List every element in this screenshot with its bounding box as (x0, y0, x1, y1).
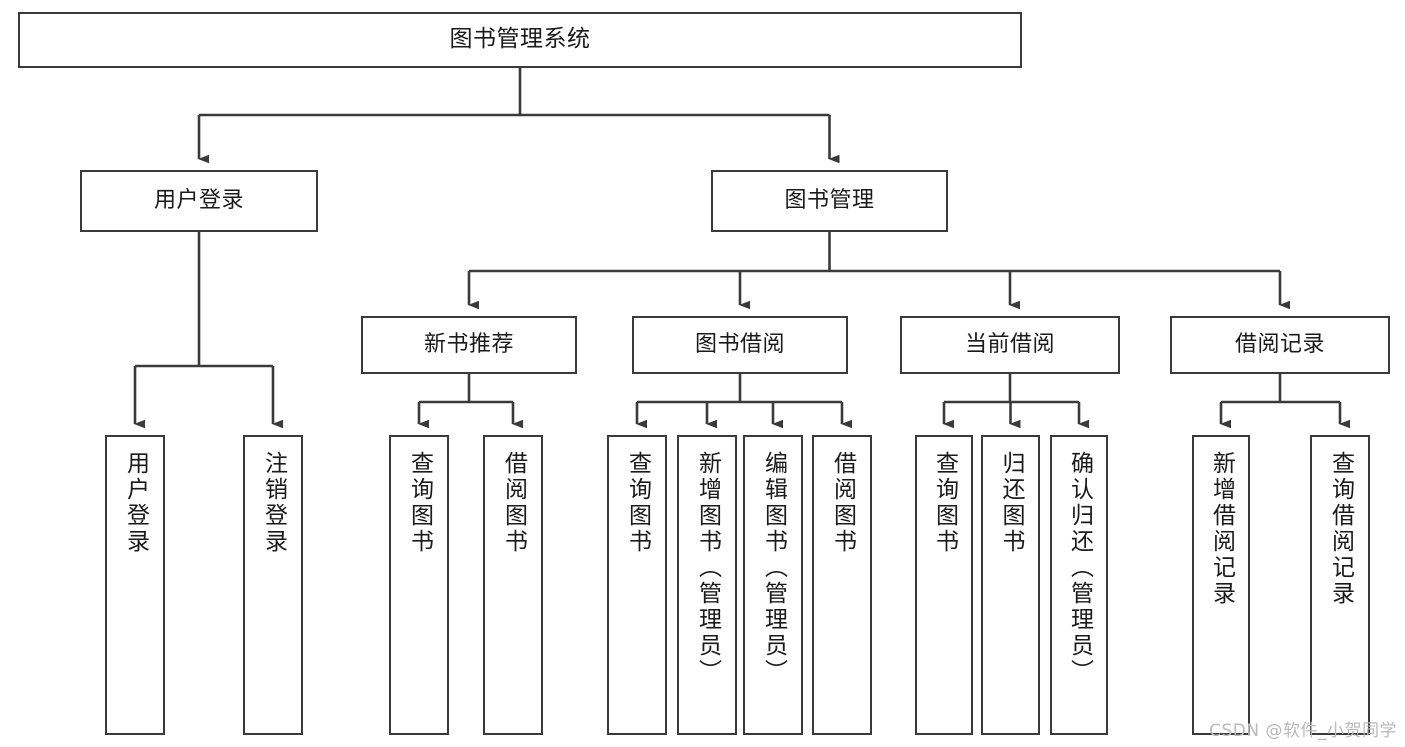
node-label: 归还图书 (998, 451, 1024, 555)
node-label: 确认归还（管理员） (1066, 451, 1093, 685)
node-book-management[interactable]: 图书管理 (711, 170, 948, 232)
leaf-borrow-book[interactable]: 借阅图书 (812, 435, 872, 735)
node-label: 查询图书 (931, 451, 958, 555)
node-label: 借阅图书 (829, 451, 856, 555)
node-label: 新增图书（管理员） (694, 451, 721, 685)
node-borrow-record[interactable]: 借阅记录 (1170, 316, 1390, 374)
leaf-query-book-recommend[interactable]: 查询图书 (389, 435, 449, 735)
leaf-add-borrow-record[interactable]: 新增借阅记录 (1192, 435, 1250, 735)
node-label: 编辑图书（管理员） (760, 451, 787, 685)
node-label: 新增借阅记录 (1208, 451, 1235, 607)
node-label: 用户登录 (122, 451, 149, 555)
leaf-logout[interactable]: 注销登录 (243, 435, 303, 735)
node-label: 图书管理 (784, 188, 875, 214)
leaf-confirm-return-admin[interactable]: 确认归还（管理员） (1050, 435, 1108, 735)
node-label: 用户登录 (153, 188, 244, 214)
node-new-book-recommend[interactable]: 新书推荐 (361, 316, 577, 374)
node-label: 注销登录 (260, 451, 287, 555)
leaf-query-borrow-record[interactable]: 查询借阅记录 (1310, 435, 1370, 735)
leaf-query-book[interactable]: 查询图书 (607, 435, 667, 735)
node-root-system[interactable]: 图书管理系统 (18, 12, 1022, 68)
node-label: 借阅图书 (500, 451, 527, 555)
node-current-borrow[interactable]: 当前借阅 (900, 316, 1120, 374)
leaf-borrow-book-recommend[interactable]: 借阅图书 (483, 435, 543, 735)
leaf-add-book-admin[interactable]: 新增图书（管理员） (677, 435, 737, 735)
node-label: 图书管理系统 (449, 26, 591, 53)
leaf-user-login[interactable]: 用户登录 (105, 435, 165, 735)
node-book-borrow[interactable]: 图书借阅 (632, 316, 848, 374)
leaf-edit-book-admin[interactable]: 编辑图书（管理员） (743, 435, 803, 735)
leaf-return-book[interactable]: 归还图书 (981, 435, 1040, 735)
node-label: 图书借阅 (694, 332, 785, 358)
node-user-login[interactable]: 用户登录 (80, 170, 318, 232)
node-label: 查询图书 (406, 451, 433, 555)
node-label: 借阅记录 (1234, 332, 1325, 358)
node-label: 新书推荐 (423, 332, 514, 358)
node-label: 查询图书 (624, 451, 651, 555)
node-label: 当前借阅 (964, 332, 1055, 358)
node-label: 查询借阅记录 (1327, 451, 1354, 607)
leaf-query-book-current[interactable]: 查询图书 (915, 435, 973, 735)
